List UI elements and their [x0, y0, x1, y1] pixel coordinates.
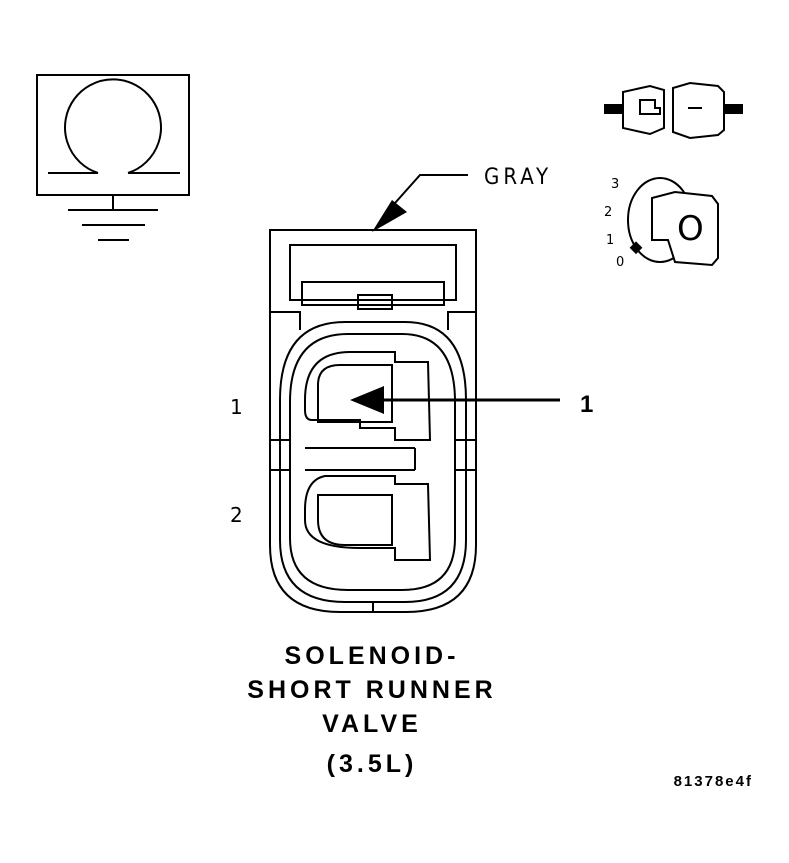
callout-number: 1	[580, 391, 593, 418]
pin-label-1: 1	[230, 395, 243, 419]
pin-label-2: 2	[230, 503, 243, 527]
callout-arrow	[350, 386, 560, 414]
ignition-switch-icon: 3 2 1 0 O	[604, 177, 719, 270]
ignition-position-2: 2	[604, 205, 612, 220]
ignition-position-1: 1	[606, 233, 614, 248]
wire-color-leader	[372, 174, 468, 232]
ignition-position-0: 0	[616, 255, 624, 270]
ohmmeter-icon	[36, 74, 190, 241]
wire-color-label: GRAY	[484, 165, 552, 190]
component-title-line-3: VALVE	[322, 710, 422, 738]
ignition-key-letter: O	[677, 209, 704, 249]
disconnected-connector-icon	[604, 81, 743, 140]
component-title-line-2: SHORT RUNNER	[247, 676, 496, 704]
connector-face	[269, 229, 477, 613]
component-title-line-1: SOLENOID-	[285, 642, 460, 670]
component-title-line-4: (3.5L)	[327, 750, 418, 778]
ignition-position-3: 3	[611, 177, 619, 192]
figure-code: 81378e4f	[674, 773, 753, 790]
